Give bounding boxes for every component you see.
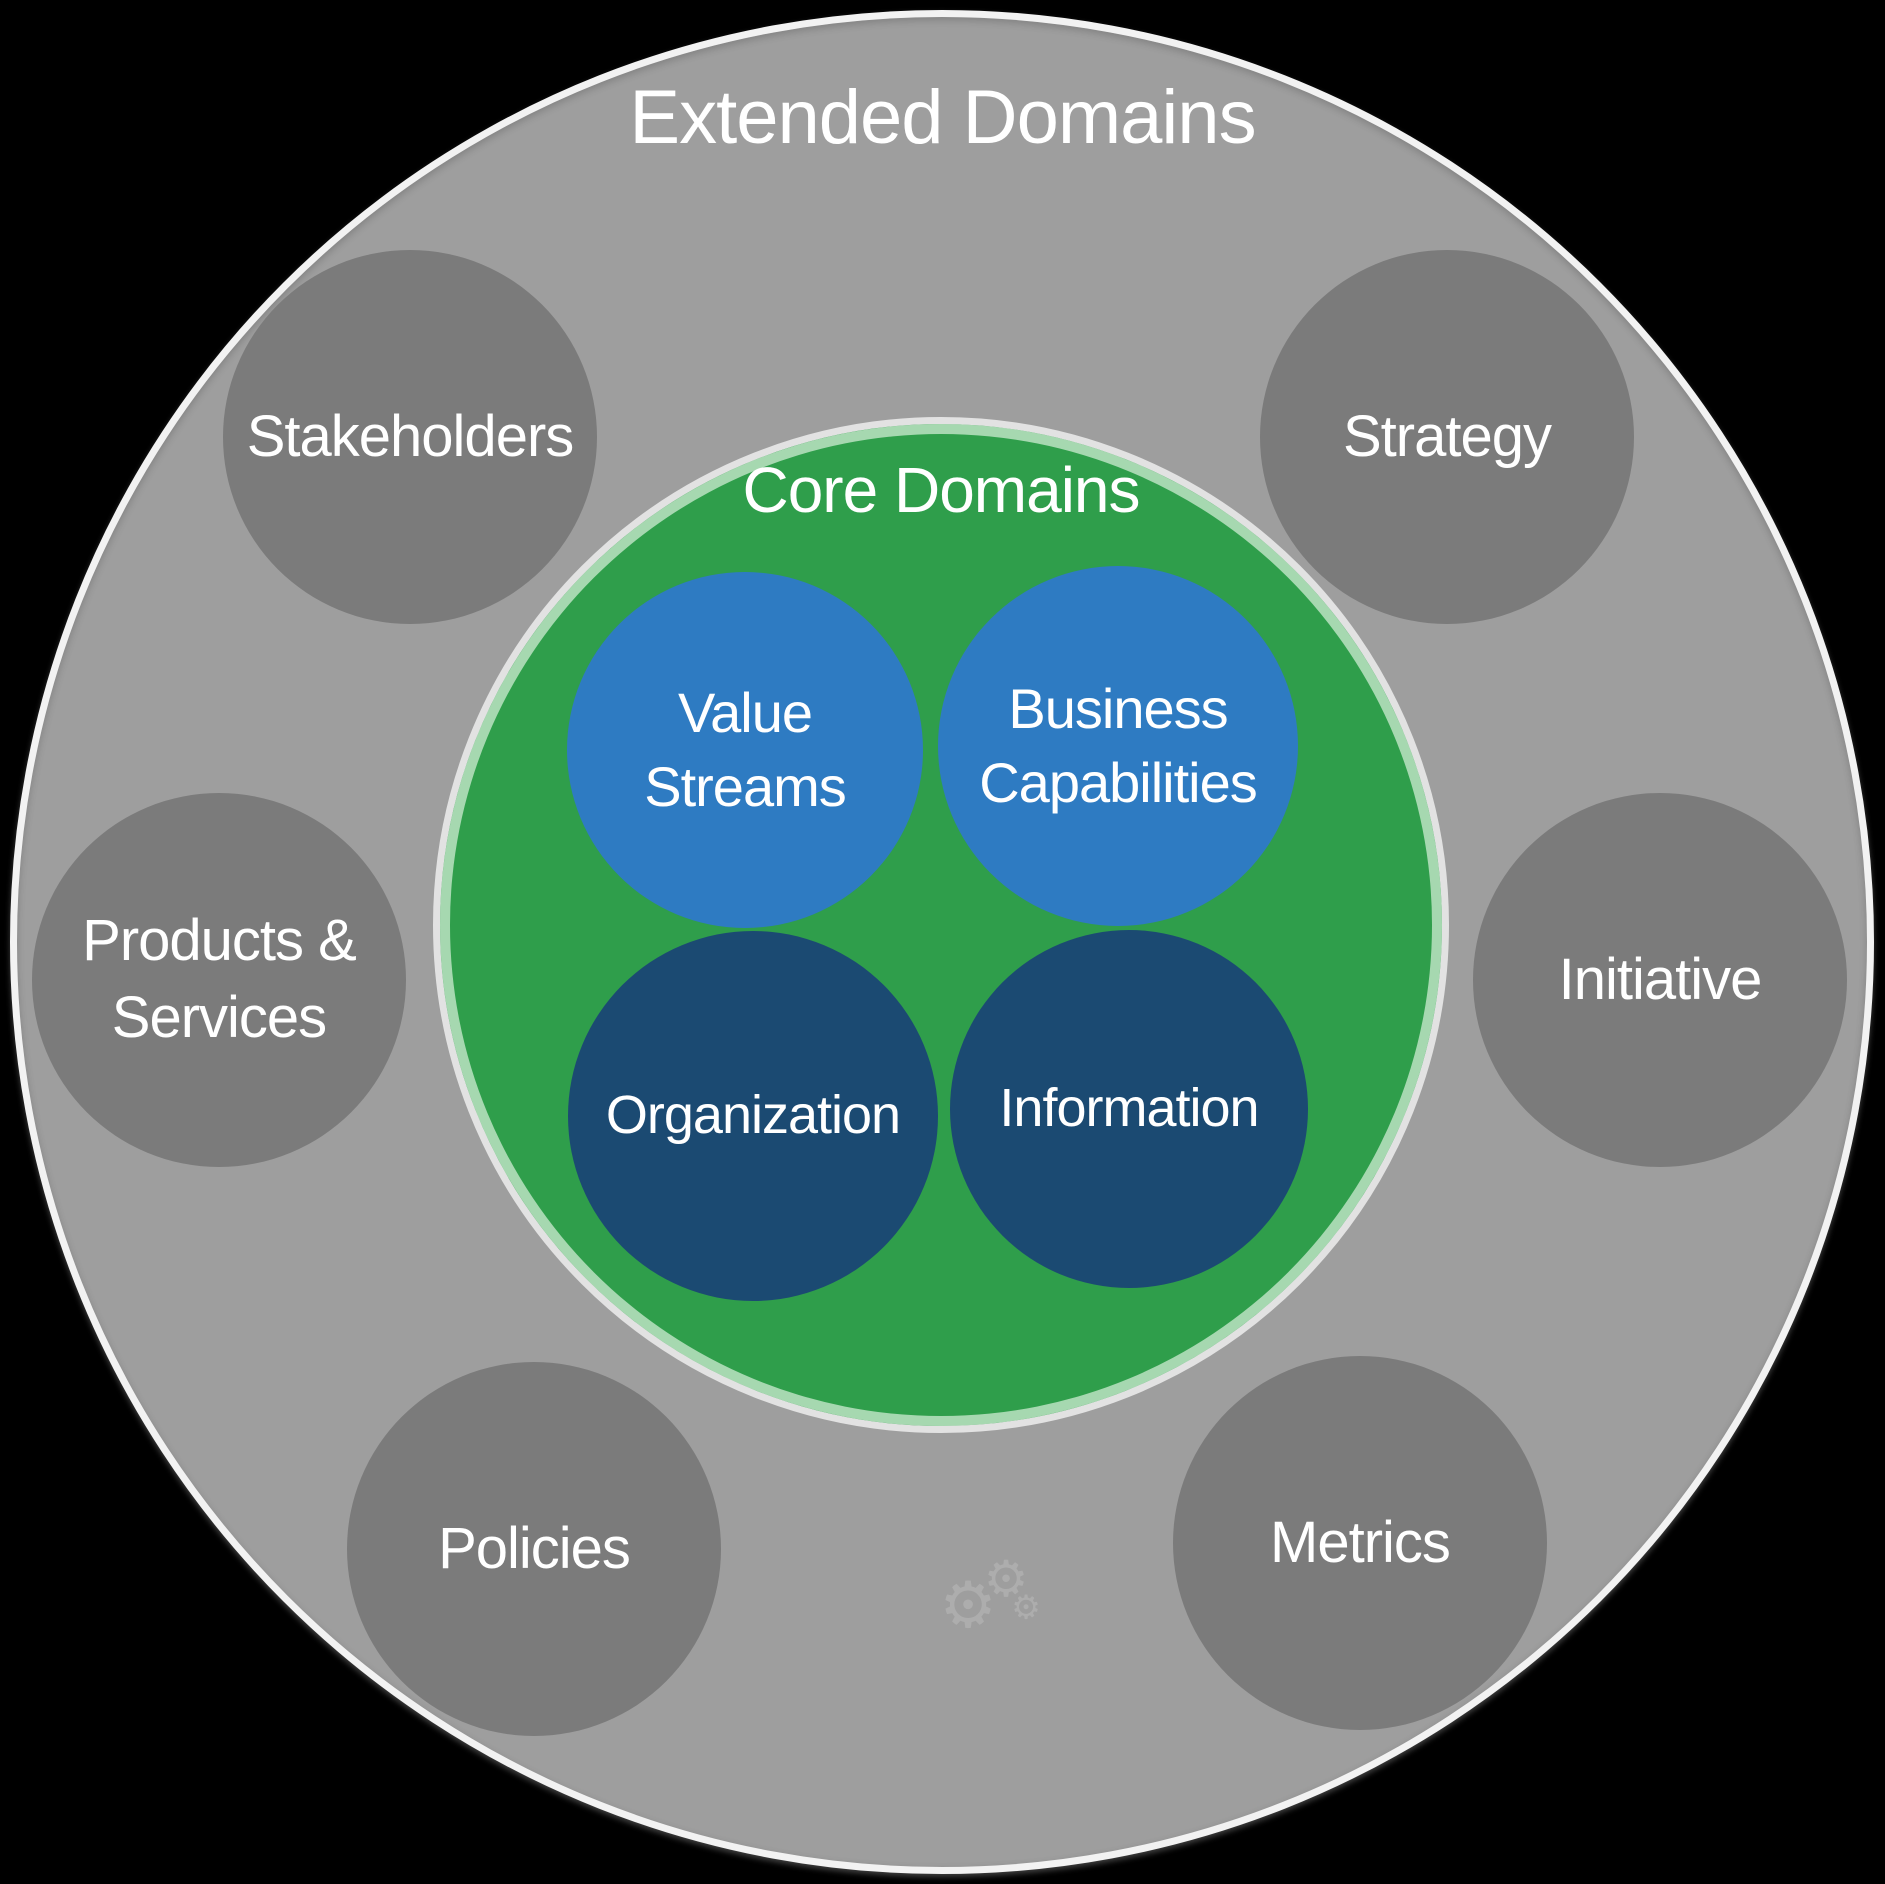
- gear-icon: ⚙: [939, 1569, 997, 1641]
- initiative-label: Initiative: [1558, 946, 1763, 1012]
- gear-icon: ⚙: [1011, 1588, 1041, 1626]
- stakeholders-label: Stakeholders: [246, 403, 575, 469]
- extended-domain-products-services: Products & Services: [32, 793, 406, 1167]
- extended-domains-title: Extended Domains: [629, 75, 1256, 160]
- value-streams-label: Value Streams: [644, 681, 847, 818]
- business-capabilities-label: Business Capabilities: [979, 677, 1257, 814]
- policies-label: Policies: [438, 1515, 631, 1581]
- extended-domain-metrics: Metrics: [1173, 1356, 1547, 1730]
- organization-label: Organization: [605, 1085, 901, 1146]
- strategy-label: Strategy: [1343, 403, 1552, 469]
- extended-domain-policies: Policies: [347, 1362, 721, 1736]
- gear-icon: ⚙: [983, 1551, 1029, 1607]
- core-domain-business-capabilities: Business Capabilities: [938, 566, 1298, 926]
- core-domain-information: Information: [950, 930, 1308, 1288]
- extended-domain-stakeholders: Stakeholders: [223, 250, 597, 624]
- information-label: Information: [999, 1078, 1259, 1139]
- core-domains-title: Core Domains: [742, 454, 1140, 526]
- core-domains-circle: [433, 417, 1449, 1433]
- extended-domain-initiative: Initiative: [1473, 793, 1847, 1167]
- extended-domain-strategy: Strategy: [1260, 250, 1634, 624]
- products-services-label: Products & Services: [82, 908, 357, 1050]
- metrics-label: Metrics: [1270, 1509, 1451, 1575]
- core-domain-value-streams: Value Streams: [567, 572, 923, 928]
- core-domain-organization: Organization: [568, 931, 938, 1301]
